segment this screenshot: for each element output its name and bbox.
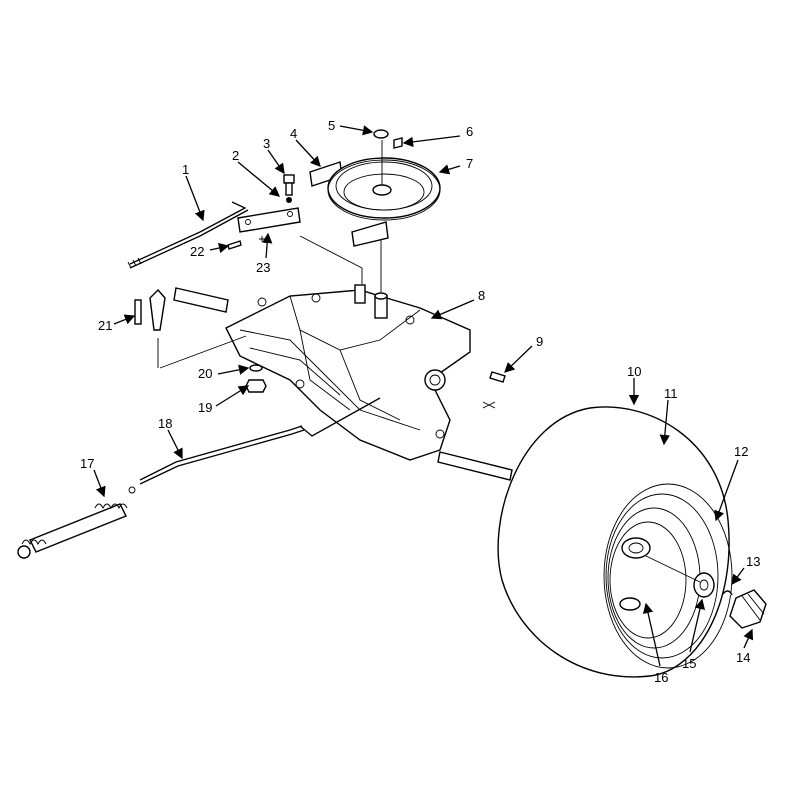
tire-part [497, 406, 733, 678]
callout-12: 12 [734, 444, 748, 459]
cotter-pin-part [482, 371, 506, 409]
callout-15: 15 [682, 656, 696, 671]
callout-17: 17 [80, 456, 94, 471]
callout-21: 21 [98, 318, 112, 333]
leader-lines [93, 125, 754, 667]
callout-5: 5 [328, 118, 335, 133]
callout-3: 3 [263, 136, 270, 151]
callout-10: 10 [627, 364, 641, 379]
callout-1: 1 [182, 162, 189, 177]
callout-22: 22 [190, 244, 204, 259]
wheel-hub-parts [693, 572, 767, 629]
bracket-plate-part [237, 207, 301, 242]
small-screw-part [227, 240, 242, 250]
callout-14: 14 [736, 650, 750, 665]
spring-assembly-part [17, 486, 136, 559]
callout-23: 23 [256, 260, 270, 275]
callout-6: 6 [466, 124, 473, 139]
callout-8: 8 [478, 288, 485, 303]
callout-18: 18 [158, 416, 172, 431]
callout-16: 16 [654, 670, 668, 685]
callout-13: 13 [746, 554, 760, 569]
shift-rod-part [127, 201, 249, 269]
bolt-part [283, 174, 295, 203]
callout-4: 4 [290, 126, 297, 141]
control-rod-part [139, 397, 381, 485]
callout-19: 19 [198, 400, 212, 415]
callout-11: 11 [664, 386, 678, 401]
callout-labels: 1 2 3 4 5 6 7 8 9 10 11 12 13 14 15 16 1… [80, 118, 760, 685]
callout-9: 9 [536, 334, 543, 349]
transaxle-part [173, 284, 513, 481]
callout-20: 20 [198, 366, 212, 381]
belt-pulley-part [309, 129, 441, 247]
callout-7: 7 [466, 156, 473, 171]
lever-bracket-part [134, 288, 166, 368]
callout-2: 2 [232, 148, 239, 163]
nut-washer-part [245, 364, 267, 393]
